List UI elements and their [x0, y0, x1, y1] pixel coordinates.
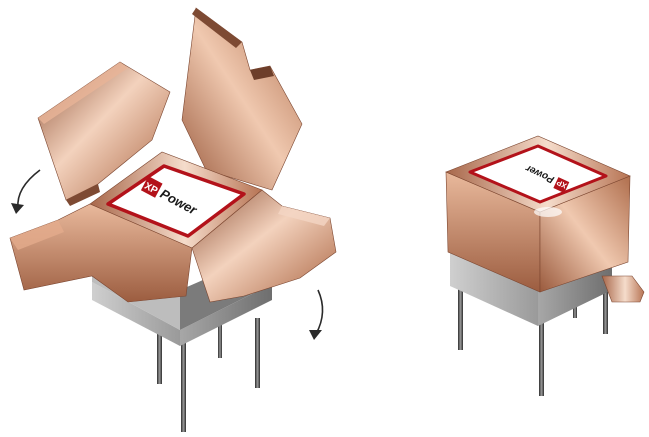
shield-folded: XP Power — [446, 136, 644, 396]
shield-tab — [602, 276, 644, 302]
shield-unfolded: XP Power — [10, 8, 336, 432]
fold-arrow-right-icon — [309, 290, 323, 340]
fold-arrow-left-icon — [11, 170, 40, 214]
flap-back-right — [182, 8, 302, 190]
